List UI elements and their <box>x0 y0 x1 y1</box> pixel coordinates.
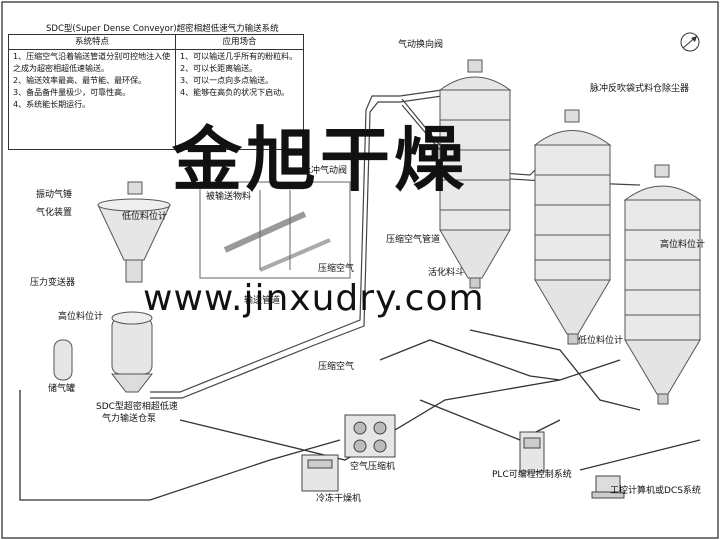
north-arrow-icon <box>680 32 700 52</box>
label-low-level-1: 低位料位计 <box>122 212 168 222</box>
label-vibrating-hammer: 振动气锤 <box>36 190 73 200</box>
label-fluidizer: 气化装置 <box>36 208 73 218</box>
refrigerated-dryer-unit <box>301 454 339 492</box>
label-dcs: 工控计算机或DCS系统 <box>610 486 701 496</box>
feature-line: 4、系统能长期运行。 <box>13 100 91 109</box>
feature-line: 1、压缩空气沿着输送管道分别可控地注入使 <box>13 52 171 61</box>
application-line: 1、可以输送几乎所有的粉粒料。 <box>180 52 298 61</box>
diagram-title: SDC型(Super Dense Conveyor)超密相超低速气力输送系统 <box>46 24 279 34</box>
conveying-pump-vessel <box>110 311 154 393</box>
label-dust-collector: 脉冲反吹袋式料仓除尘器 <box>590 84 690 94</box>
inset-detail-box <box>199 181 351 279</box>
air-receiver-tank <box>53 339 73 381</box>
label-high-level-left: 高位料位计 <box>58 312 104 322</box>
feed-hopper <box>97 181 171 283</box>
feature-line: 之成为超密相超低速输送。 <box>13 64 109 73</box>
label-compressed-air-inset: 压缩空气 <box>318 264 355 274</box>
label-pump-line1: SDC型超密相超低速 <box>96 402 178 412</box>
label-air-tank: 储气罐 <box>48 384 76 394</box>
label-compressed-air-pipe: 压缩空气管道 <box>386 235 441 245</box>
feature-line: 2、输送效率最高、最节能、最环保。 <box>13 76 147 85</box>
label-low-level-2: 低位料位计 <box>578 336 624 346</box>
label-diverter-valve: 气动换向阀 <box>398 40 444 50</box>
label-pressure-transmitter: 压力变送器 <box>30 278 76 288</box>
label-air-compressor: 空气压缩机 <box>350 462 396 472</box>
plc-cabinet <box>519 431 545 473</box>
label-high-level-right: 高位料位计 <box>660 240 706 250</box>
air-compressor-unit <box>344 414 396 458</box>
feature-line: 3、备品备件量极少，可靠性高。 <box>13 88 131 97</box>
silo-3 <box>623 164 702 405</box>
features-header: 系统特点 <box>9 35 176 50</box>
features-list: 1、压缩空气沿着输送管道分别可控地注入使 之成为超密相超低速输送。 2、输送效率… <box>9 51 175 111</box>
computer-workstation-icon <box>591 475 625 499</box>
application-line: 3、可以一点向多点输送。 <box>180 76 274 85</box>
label-dryer: 冷冻干燥机 <box>316 494 362 504</box>
label-inset-valve: 脉冲气动阀 <box>302 166 348 176</box>
url-watermark: www.jinxudry.com <box>143 278 485 319</box>
brand-watermark: 金旭干燥 <box>172 118 468 201</box>
application-line: 4、能够在高负的状况下启动。 <box>180 88 290 97</box>
application-line: 2、可以长距离输送。 <box>180 64 258 73</box>
label-conveying-pipe: 输送管道 <box>244 296 281 306</box>
label-pump-line2: 气力输送仓泵 <box>102 414 157 424</box>
silo-1 <box>438 59 512 289</box>
label-activated-material: 活化料斗 <box>428 268 465 278</box>
applications-header: 应用场合 <box>176 35 303 50</box>
silo-2 <box>533 109 612 345</box>
label-plc: PLC可编程控制系统 <box>492 470 572 480</box>
system-features-table: 系统特点 应用场合 1、压缩空气沿着输送管道分别可控地注入使 之成为超密相超低速… <box>8 34 304 150</box>
applications-list: 1、可以输送几乎所有的粉粒料。 2、可以长距离输送。 3、可以一点向多点输送。 … <box>176 51 303 99</box>
label-inset-material: 被输送物料 <box>206 192 252 202</box>
label-compressed-air-main: 压缩空气 <box>318 362 355 372</box>
